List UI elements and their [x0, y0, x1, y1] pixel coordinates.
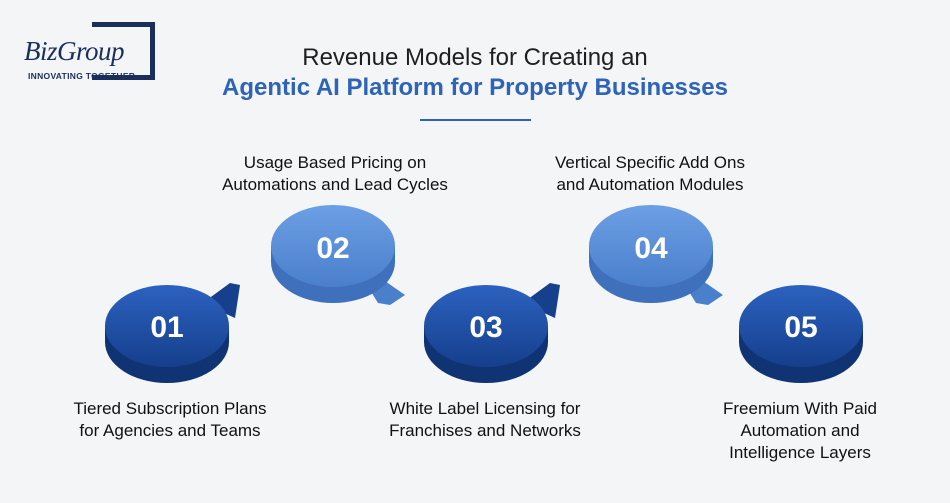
title-underline [420, 119, 531, 121]
logo-frame [92, 22, 155, 80]
step-01-number: 01 [150, 311, 183, 344]
page-title-line2: Agentic AI Platform for Property Busines… [222, 74, 728, 101]
step-05-number: 05 [784, 311, 817, 344]
step-05-label: Freemium With Paid Automation and Intell… [723, 399, 877, 462]
step-04-number: 04 [634, 232, 668, 265]
bizgroup-logo: BizGroup INNOVATING TOGETHER [22, 22, 157, 84]
logo-tagline: INNOVATING TOGETHER [28, 71, 136, 81]
step-01-disc: 01 [105, 283, 240, 383]
step-02-label: Usage Based Pricing on Automations and L… [222, 153, 448, 194]
step-04-disc: 04 [589, 205, 723, 305]
step-03-number: 03 [469, 311, 502, 344]
step-03-label: White Label Licensing for Franchises and… [389, 399, 581, 440]
step-02-disc: 02 [271, 205, 405, 305]
logo-name: BizGroup [24, 36, 125, 66]
step-04-label: Vertical Specific Add Ons and Automation… [555, 153, 745, 194]
step-01-label: Tiered Subscription Plans for Agencies a… [73, 399, 267, 440]
step-03-disc: 03 [424, 283, 560, 383]
page-title-line1: Revenue Models for Creating an [302, 44, 648, 71]
step-05-disc: 05 [739, 285, 863, 383]
step-02-number: 02 [316, 232, 349, 265]
